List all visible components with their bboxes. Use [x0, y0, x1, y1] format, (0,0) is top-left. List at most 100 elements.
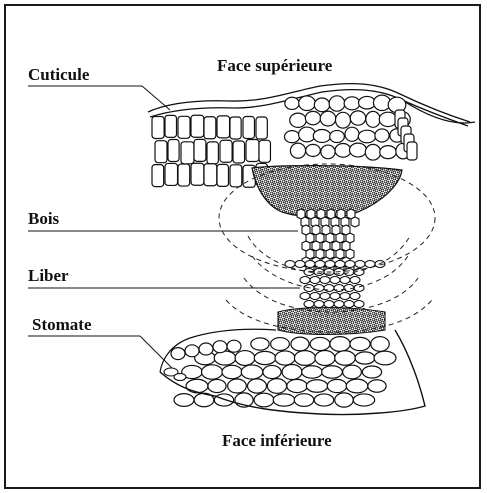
cell [345, 261, 355, 268]
sclerenchyma-cap [252, 166, 402, 217]
cell [243, 116, 254, 138]
cell [362, 366, 381, 378]
cell [368, 380, 386, 392]
cell [350, 111, 365, 125]
cell [285, 97, 299, 109]
cell [185, 345, 199, 357]
cell [302, 366, 323, 378]
cell [178, 164, 190, 186]
label-bois: Bois [28, 209, 60, 228]
cell [314, 301, 324, 308]
cell [310, 293, 320, 300]
palisade-cells [152, 115, 270, 187]
cell [375, 129, 389, 142]
cell [335, 351, 356, 365]
cell [300, 293, 310, 300]
cell [294, 351, 315, 366]
cell [294, 394, 314, 407]
cell [233, 141, 245, 163]
cell [366, 111, 380, 127]
cell [374, 351, 396, 365]
lower-sclerenchyma [278, 308, 385, 335]
cell [199, 343, 213, 355]
cell [349, 143, 366, 157]
cell [246, 140, 259, 162]
cell [287, 379, 307, 392]
cell [325, 261, 335, 268]
cell [241, 365, 263, 379]
cell [174, 394, 194, 407]
cell [355, 261, 365, 268]
cell [350, 337, 370, 350]
cell [267, 379, 286, 394]
cell [201, 365, 222, 379]
cell [313, 130, 330, 143]
cell [315, 351, 335, 366]
cell [358, 130, 375, 143]
cell [299, 96, 316, 111]
cell [407, 142, 417, 160]
cell [207, 142, 218, 164]
cell [330, 130, 345, 142]
cell [351, 217, 359, 227]
cell [310, 277, 320, 284]
cell [353, 394, 374, 406]
cell [322, 366, 343, 379]
cell [340, 293, 350, 300]
label-cuticule: Cuticule [28, 65, 90, 84]
cell [310, 337, 330, 350]
cell [315, 261, 325, 268]
cell [214, 351, 236, 365]
cell [213, 341, 227, 353]
cell [334, 285, 344, 292]
cell [327, 379, 346, 392]
cell [191, 115, 204, 137]
cell [263, 365, 281, 378]
cell [208, 379, 226, 392]
cell [335, 393, 354, 407]
cell [227, 340, 241, 352]
cell [330, 293, 340, 300]
cell [305, 261, 315, 268]
cell [355, 352, 375, 364]
cell [248, 379, 267, 393]
cell [314, 285, 324, 292]
cell [305, 111, 320, 124]
cell [220, 140, 232, 162]
cell [254, 351, 276, 364]
cell [181, 142, 194, 164]
cell [290, 113, 307, 127]
cell [275, 351, 295, 365]
cell [273, 394, 295, 406]
cell [171, 348, 185, 360]
cell [222, 365, 242, 378]
cell [321, 145, 335, 159]
cell [320, 111, 336, 126]
upper-parenchyma [284, 95, 417, 160]
cell [204, 117, 216, 139]
cell [371, 337, 389, 352]
cell [344, 97, 360, 110]
cell [306, 144, 321, 156]
cell [365, 144, 380, 160]
cell [155, 141, 167, 163]
cell [217, 164, 228, 186]
cell [330, 337, 350, 352]
cell [191, 163, 204, 185]
cell [235, 351, 255, 366]
cell [230, 117, 241, 139]
cell [152, 165, 164, 187]
cell [284, 131, 299, 143]
cell [335, 112, 350, 128]
cell [340, 277, 350, 284]
cuticule-leader [142, 86, 170, 110]
cell [165, 163, 178, 185]
label-face-inferieure: Face inférieure [222, 431, 332, 450]
label-face-superieure: Face supérieure [217, 56, 333, 75]
cell [152, 116, 164, 138]
cell [345, 127, 359, 141]
cell [290, 143, 305, 158]
cell [204, 164, 217, 186]
cell [300, 277, 310, 284]
